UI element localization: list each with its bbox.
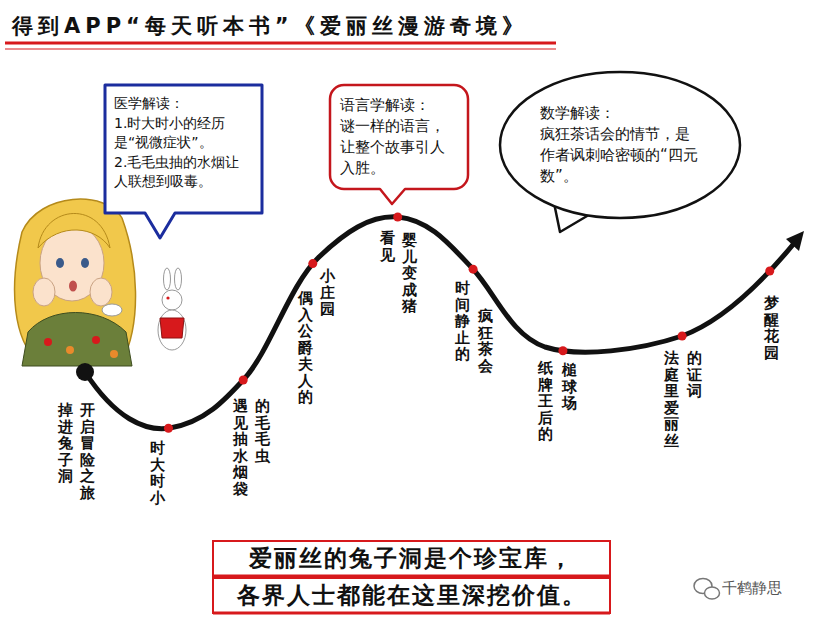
tail-join <box>556 192 591 210</box>
callout-text: 疯狂茶话会的情节，是作者讽刺哈密顿的“四元数”。 <box>540 124 700 187</box>
event-dot <box>558 346 567 355</box>
callout-heading: 数学解读： <box>540 103 700 124</box>
caption-underline <box>213 612 610 615</box>
event-label: 偶入公爵夫人的 <box>298 290 313 406</box>
math-callout: 数学解读：疯狂茶话会的情节，是作者讽刺哈密顿的“四元数”。 <box>500 72 740 218</box>
rabbit-illustration <box>158 268 186 350</box>
start-dot <box>76 363 94 381</box>
callout-content: 语言学解读：谜一样的语言，让整个故事引人入胜。 <box>330 85 468 189</box>
title: 得到APP“每天听本书”《爱丽丝漫游奇境》 <box>12 12 528 40</box>
event-label: 梦醒花园 <box>764 295 779 361</box>
event-label: 婴儿变成猪 <box>402 232 417 315</box>
callout-outline-path <box>105 85 262 238</box>
linguistics-callout: 语言学解读：谜一样的语言，让整个故事引人入胜。 <box>330 85 468 189</box>
callout-content: 医学解读：1.时大时小的经历是“视微症状”。2.毛毛虫抽的水烟让人联想到吸毒。 <box>105 85 262 201</box>
callout-outline <box>500 72 740 218</box>
event-dot <box>765 266 774 275</box>
callout-heading: 语言学解读： <box>340 95 458 116</box>
event-dot <box>469 265 478 274</box>
event-label: 疯狂茶会 <box>478 308 493 374</box>
event-label: 时大时小 <box>150 440 165 506</box>
caption: 爱丽丝的兔子洞是个珍宝库， 各界人士都能在这里深挖价值。 <box>213 540 610 614</box>
callout-text: 2.毛毛虫抽的水烟让人联想到吸毒。 <box>114 153 253 192</box>
event-label: 遇见抽水烟袋 <box>233 398 248 497</box>
callout-ellipse <box>500 72 740 218</box>
event-dot <box>393 212 402 221</box>
event-label: 开启冒险之旅 <box>80 402 95 501</box>
event-label: 的毛毛虫 <box>255 398 270 464</box>
event-dot <box>239 375 248 384</box>
watermark: 千鹤静思 <box>722 579 782 598</box>
alice-illustration <box>15 199 136 366</box>
event-label: 的证词 <box>687 350 702 400</box>
caption-underline <box>213 575 610 578</box>
event-label: 纸牌王后的 <box>538 360 553 443</box>
event-dot <box>164 424 173 433</box>
callout-outline-path <box>330 85 468 204</box>
event-label: 槌球场 <box>562 362 577 412</box>
event-label: 时间静止的 <box>455 280 470 363</box>
callout-heading: 医学解读： <box>114 94 253 114</box>
callout-text: 谜一样的语言，让整个故事引人入胜。 <box>340 116 458 179</box>
title-underline <box>5 42 556 45</box>
event-dot <box>308 259 317 268</box>
event-dot <box>678 331 687 340</box>
story-curve <box>85 217 796 429</box>
event-label: 看见 <box>380 230 395 263</box>
event-label: 法庭里爱丽丝 <box>664 350 679 449</box>
medical-callout: 医学解读：1.时大时小的经历是“视微症状”。2.毛毛虫抽的水烟让人联想到吸毒。 <box>105 85 262 213</box>
curve-arrowhead <box>786 231 804 251</box>
callout-content: 数学解读：疯狂茶话会的情节，是作者讽刺哈密顿的“四元数”。 <box>540 103 700 187</box>
event-label: 掉进兔子洞 <box>58 402 73 485</box>
title-underline <box>5 48 556 49</box>
event-label: 小庄园 <box>320 268 335 318</box>
wechat-icon <box>694 579 720 600</box>
callout-text: 1.时大时小的经历是“视微症状”。 <box>114 114 253 153</box>
